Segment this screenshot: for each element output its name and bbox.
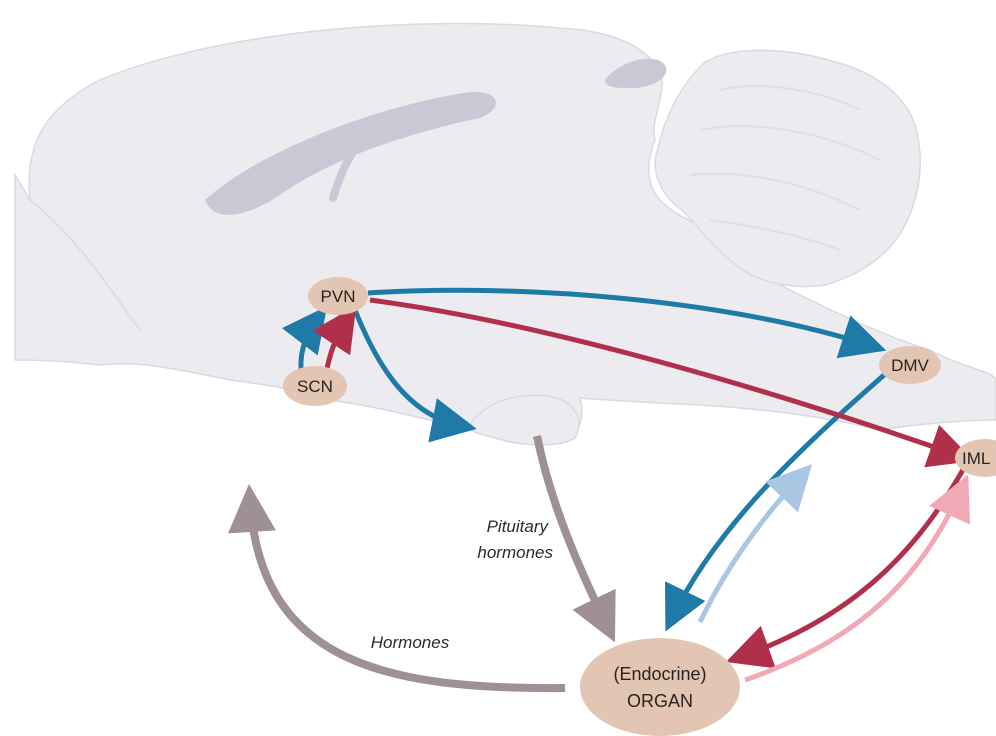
pvn-node: PVN (308, 277, 368, 315)
scn-label: SCN (297, 377, 333, 396)
pink-pathway-organ-to-iml (745, 488, 962, 680)
pvn-label: PVN (321, 287, 356, 306)
dmv-node: DMV (879, 346, 941, 384)
organ-label-line2: ORGAN (627, 691, 693, 711)
pituitary-hormones-caption-line2: hormones (477, 543, 553, 562)
pituitary-hormones-caption-line1: Pituitary (487, 517, 550, 536)
iml-label: IML (962, 449, 990, 468)
organ-label-line1: (Endocrine) (613, 664, 706, 684)
hormones-caption: Hormones (371, 633, 450, 652)
scn-node: SCN (283, 366, 347, 406)
organ-node: (Endocrine) ORGAN (580, 638, 740, 736)
dmv-label: DMV (891, 356, 929, 375)
